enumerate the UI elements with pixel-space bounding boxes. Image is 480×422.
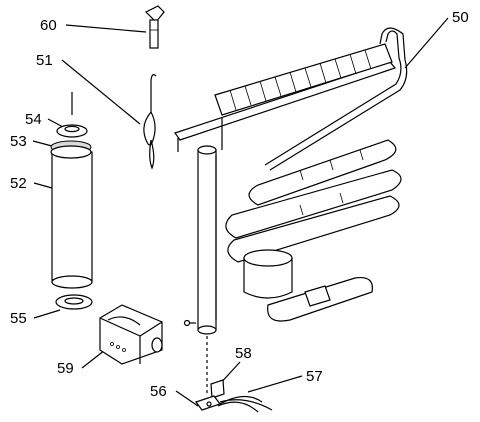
callout-59: 59 [57,360,74,377]
callout-58: 58 [235,345,252,362]
part-51-wire [143,74,157,170]
part-50-cooling-unit [174,27,408,335]
part-54-ring [56,92,88,138]
part-58-bracket [210,379,225,399]
part-52-cylinder [50,140,93,289]
callout-55: 55 [10,310,27,327]
callout-60: 60 [40,17,57,34]
screw [183,319,196,327]
part-56-burner [195,395,221,411]
callout-54: 54 [25,111,42,128]
callout-50: 50 [452,9,469,26]
callout-53: 53 [10,133,27,150]
leader-lines [32,17,449,407]
part-57-wires [217,395,273,413]
callout-51: 51 [36,52,53,69]
callout-52: 52 [10,175,27,192]
part-55-washer [55,294,93,310]
callout-57: 57 [306,368,323,385]
part-59-cover [99,304,163,365]
part-60-probe [144,5,165,49]
callout-56: 56 [150,383,167,400]
